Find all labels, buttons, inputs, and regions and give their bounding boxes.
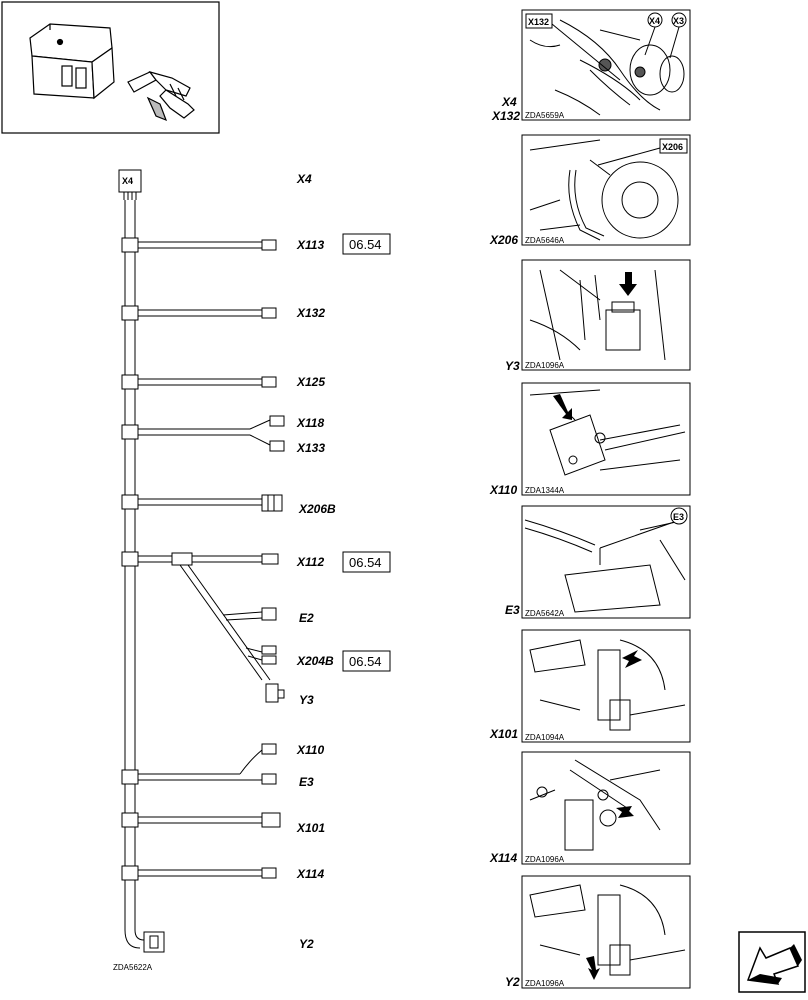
photo-label-x114: X114 <box>489 851 517 865</box>
photo-y2: ZDA1096A Y2 <box>505 875 691 989</box>
label-y3: Y3 <box>299 693 314 707</box>
ref-box-x204b[interactable]: 06.54 <box>342 650 391 672</box>
connector-housing-illustration <box>29 23 115 100</box>
connector-inset <box>1 1 220 134</box>
branch-x125 <box>138 376 277 388</box>
junction-clips <box>121 237 139 881</box>
svg-text:ZDA1094A: ZDA1094A <box>525 733 565 742</box>
photo-x101: ZDA1094A X101 <box>489 629 691 743</box>
svg-text:X132: X132 <box>528 17 549 27</box>
terminal-illustration <box>127 70 195 122</box>
label-x133: X133 <box>296 441 325 455</box>
branch-x118-x133 <box>138 415 285 452</box>
photo-label-x206: X206 <box>489 233 518 247</box>
reference-boxes: 06.54 06.54 06.54 <box>342 233 391 672</box>
label-x114: X114 <box>296 867 324 881</box>
svg-text:X4: X4 <box>649 16 660 26</box>
photo-x110: ZDA1344A X110 <box>489 382 691 497</box>
svg-text:ZDA1344A: ZDA1344A <box>525 486 565 495</box>
x4-box-label: X4 <box>122 176 133 186</box>
svg-text:ZDA1096A: ZDA1096A <box>525 855 565 864</box>
svg-text:X206: X206 <box>662 142 683 152</box>
label-x113: X113 <box>296 238 324 252</box>
branch-x110-e3 <box>138 743 277 785</box>
label-x101: X101 <box>296 821 325 835</box>
photo-label-y3: Y3 <box>505 359 520 373</box>
svg-text:ZDA1096A: ZDA1096A <box>525 361 565 370</box>
branch-x132 <box>138 307 277 319</box>
harness-labels: X4 X4 X113 X132 X125 X118 X133 X206B X11… <box>122 172 336 951</box>
photo-x206: X206 ZDA5646A X206 <box>489 134 691 247</box>
photo-x114: ZDA1096A X114 <box>489 751 691 865</box>
ref-box-x112[interactable]: 06.54 <box>342 551 391 573</box>
branch-x114 <box>138 867 277 879</box>
photo-label-e3: E3 <box>505 603 520 617</box>
photo-label-x132: X132 <box>491 109 520 123</box>
label-e2: E2 <box>299 611 314 625</box>
x4-connector <box>118 169 142 193</box>
branch-x112 <box>138 552 279 566</box>
ref-box-x113[interactable]: 06.54 <box>342 233 391 255</box>
svg-text:ZDA5659A: ZDA5659A <box>525 111 565 120</box>
branch-x113 <box>138 239 277 251</box>
branch-x206b <box>138 494 283 512</box>
harness-diagram <box>118 169 285 953</box>
label-x204b: X204B <box>296 654 334 668</box>
svg-text:ZDA1096A: ZDA1096A <box>525 979 565 988</box>
label-x110: X110 <box>296 743 324 757</box>
photo-label-x101: X101 <box>489 727 518 741</box>
label-e3: E3 <box>299 775 314 789</box>
label-x125: X125 <box>296 375 325 389</box>
label-x118: X118 <box>296 416 324 430</box>
svg-text:ZDA5642A: ZDA5642A <box>525 609 565 618</box>
branch-diagonal-e2-x204b-y3 <box>179 564 285 703</box>
back-arrow-icon[interactable] <box>738 931 806 993</box>
y2-connector <box>143 931 165 953</box>
svg-text:06.54: 06.54 <box>349 237 382 252</box>
label-x4: X4 <box>296 172 312 186</box>
photo-e3: E3 ZDA5642A E3 <box>505 505 691 619</box>
photo-label-x110: X110 <box>489 483 517 497</box>
label-x112: X112 <box>296 555 324 569</box>
svg-text:ZDA5646A: ZDA5646A <box>525 236 565 245</box>
svg-text:E3: E3 <box>673 512 684 522</box>
photo-label-x4: X4 <box>501 95 517 109</box>
photo-panels: X132 X4 X3 ZDA5659A X4 X132 X206 <box>489 9 691 989</box>
photo-x4-x132: X132 X4 X3 ZDA5659A X4 X132 <box>491 9 691 123</box>
svg-text:X3: X3 <box>673 16 684 26</box>
label-y2: Y2 <box>299 937 314 951</box>
photo-label-y2: Y2 <box>505 975 520 989</box>
svg-text:06.54: 06.54 <box>349 555 382 570</box>
drawing-id: ZDA5622A <box>113 963 153 972</box>
branch-x101 <box>138 812 281 828</box>
svg-text:06.54: 06.54 <box>349 654 382 669</box>
label-x206b: X206B <box>298 502 336 516</box>
label-x132: X132 <box>296 306 325 320</box>
photo-y3: ZDA1096A Y3 <box>505 259 691 373</box>
